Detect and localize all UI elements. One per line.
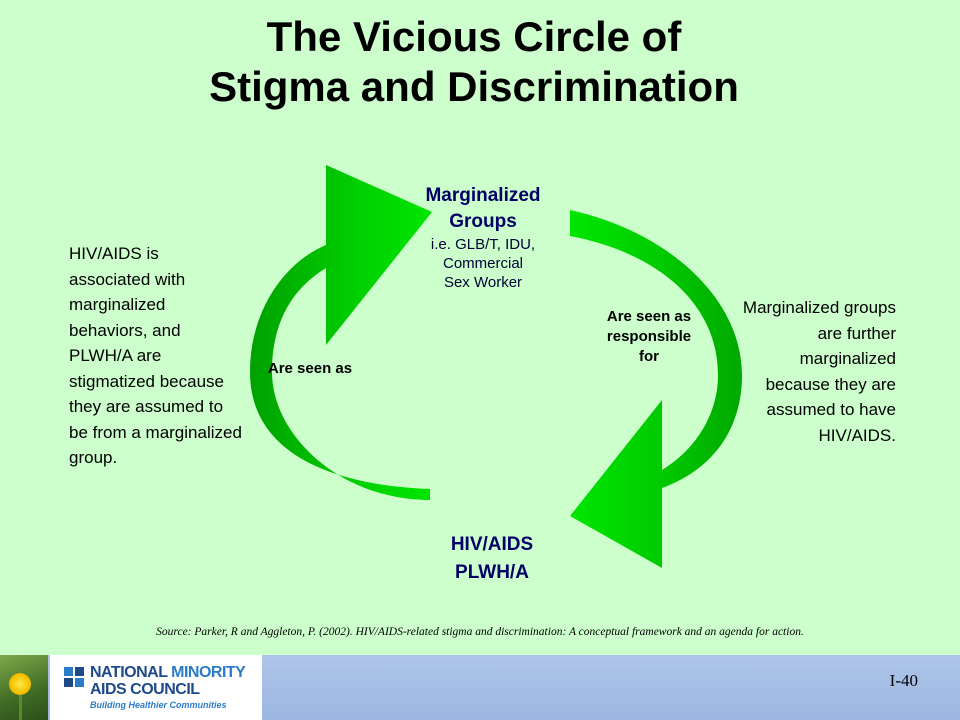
edge-label-right: Are seen as responsible for (586, 307, 712, 367)
slide-title-line-1: The Vicious Circle of (266, 13, 682, 60)
dandelion-photo-icon (0, 655, 48, 720)
node-marginalized-groups-detail-1: i.e. GLB/T, IDU, (430, 236, 536, 253)
side-text-left: HIV/AIDS is associated with marginalized… (69, 244, 242, 467)
nmac-logo-minority: MINORITY (171, 664, 246, 681)
edge-label-right-line-1: Are seen as (606, 308, 692, 325)
node-marginalized-groups: Marginalized Groups i.e. GLB/T, IDU, Com… (398, 183, 568, 292)
slide-number: I-40 (889, 671, 918, 690)
node-marginalized-groups-detail-3: Sex Worker (443, 274, 523, 291)
node-hiv-aids-line-2: PLWH/A (455, 562, 529, 583)
nmac-logo-tagline: Building Healthier Communities (90, 700, 227, 710)
left-cycle-arrow (250, 165, 432, 500)
side-text-right: Marginalized groups are further marginal… (742, 298, 896, 445)
node-marginalized-groups-detail-2: Commercial (442, 255, 523, 272)
dandelion-flower (9, 673, 31, 695)
edge-label-right-line-3: for (639, 348, 659, 365)
nmac-logo-text: NATIONAL MINORITY AIDS COUNCIL (90, 664, 246, 698)
nmac-logo: NATIONAL MINORITY AIDS COUNCIL Building … (50, 655, 262, 720)
right-cycle-arrow (570, 210, 742, 568)
nmac-logo-aids-council: AIDS COUNCIL (90, 681, 200, 698)
slide-title: The Vicious Circle of Stigma and Discrim… (0, 12, 948, 112)
node-hiv-aids-line-1: HIV/AIDS (450, 534, 534, 555)
nmac-logo-grid-icon (64, 667, 84, 687)
node-marginalized-groups-heading: Marginalized Groups (425, 185, 541, 232)
dandelion-stem (19, 693, 22, 720)
slide-title-line-2: Stigma and Discrimination (209, 63, 739, 110)
footer-band: NATIONAL MINORITY AIDS COUNCIL Building … (0, 655, 960, 720)
edge-label-left: Are seen as (267, 360, 353, 377)
edge-label-right-line-2: responsible (606, 328, 692, 345)
nmac-logo-national: NATIONAL (90, 664, 172, 681)
node-hiv-aids: HIV/AIDS PLWH/A (412, 531, 572, 587)
source-citation: Source: Parker, R and Aggleton, P. (2002… (156, 626, 804, 638)
